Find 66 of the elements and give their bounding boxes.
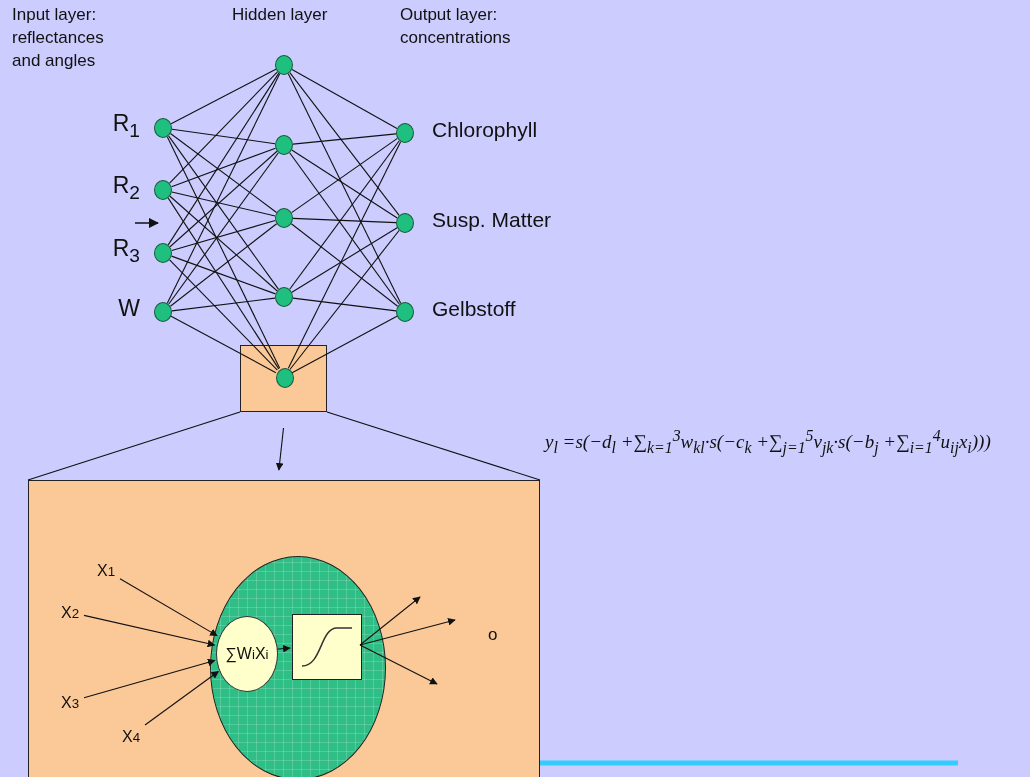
neuron-circle xyxy=(275,287,293,307)
connection-line xyxy=(326,411,541,481)
connection-line xyxy=(291,315,398,374)
connection-line xyxy=(166,136,281,369)
zoom-panel xyxy=(28,480,540,777)
formula: y$_{l}$ =s(−d$_{l}$ +∑$_{k=1}$$^{3}$w$_{kl}$·s(−c$_{k}$ +∑$_{j=1}$$^{5}$v$_{jk}$·s(−b$_{j}$ +∑$_{i=1}$$^{4}$u$_{ij}$x$_{i}$))) xyxy=(545,426,991,459)
arrow xyxy=(83,658,216,699)
connection-line xyxy=(171,147,277,188)
connection-line xyxy=(171,219,276,252)
output-label: Gelbstoff xyxy=(432,297,517,321)
arrow xyxy=(359,618,456,646)
neuron-circle xyxy=(275,55,293,75)
neuron-circle xyxy=(275,208,293,228)
connection-line xyxy=(289,72,400,216)
input-label: R$_{1}$ xyxy=(111,110,140,142)
connection-line xyxy=(167,72,280,246)
connection-line xyxy=(292,217,397,224)
connection-line xyxy=(167,197,280,370)
connection-line xyxy=(169,195,278,292)
arrow xyxy=(144,670,219,726)
connection-line xyxy=(169,150,278,248)
connection-line xyxy=(291,137,398,214)
layer-heading: Hidden layer xyxy=(232,4,328,26)
connection-line xyxy=(170,68,277,125)
arrow xyxy=(83,614,216,648)
connection-line xyxy=(289,140,400,290)
output-label: Susp. Matter xyxy=(432,208,553,232)
connection-line xyxy=(292,297,397,312)
zoom-box xyxy=(240,345,327,412)
connection-line xyxy=(291,149,398,219)
connection-line xyxy=(289,230,400,371)
connection-line xyxy=(171,255,276,295)
connection-line xyxy=(170,315,277,374)
arrow xyxy=(275,644,291,653)
connection-line xyxy=(291,68,398,130)
connection-line xyxy=(171,297,276,312)
input-label: R$_{2}$ xyxy=(111,172,140,204)
connection-line xyxy=(287,141,402,369)
neuron-circle xyxy=(276,368,294,388)
connection-line xyxy=(171,128,276,145)
arrow xyxy=(119,578,218,637)
arrow xyxy=(359,596,421,646)
connection-line xyxy=(168,152,279,305)
connection-line xyxy=(289,152,400,305)
connection-line xyxy=(169,259,278,371)
output-label: o xyxy=(488,624,498,646)
activation-box xyxy=(292,614,362,680)
output-label: Chlorophyll xyxy=(432,118,539,142)
connection-line xyxy=(171,191,276,217)
connection-line xyxy=(169,133,278,213)
neuron-circle xyxy=(275,135,293,155)
input-label: W xyxy=(117,295,140,322)
connection-line xyxy=(290,223,399,307)
layer-heading: Input layer: reflectances and angles xyxy=(12,4,105,72)
arrow xyxy=(275,427,285,471)
connection-line xyxy=(27,411,241,481)
input-label: R$_{3}$ xyxy=(111,235,140,267)
connection-line xyxy=(287,73,402,304)
connection-line xyxy=(168,135,279,290)
connection-line xyxy=(169,71,278,184)
connection-line xyxy=(169,223,278,307)
connection-line xyxy=(166,73,281,304)
connection-line xyxy=(292,133,397,145)
layer-heading: Output layer: concentrations xyxy=(400,4,512,49)
connection-line xyxy=(291,227,398,293)
arrow xyxy=(359,644,438,685)
